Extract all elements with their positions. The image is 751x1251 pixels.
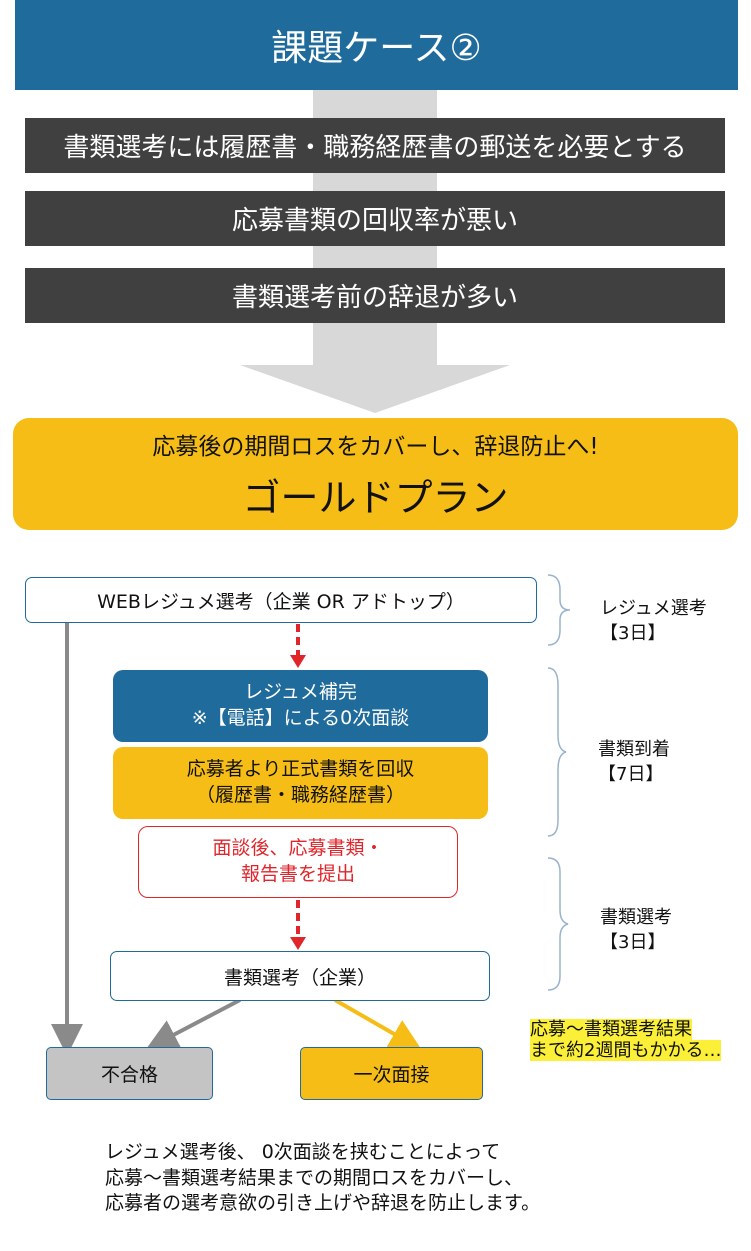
report-line-2: 報告書を提出 (240, 863, 355, 885)
phase-days: 【3日】 (600, 932, 666, 954)
connector-screening-to-interview (334, 998, 422, 1050)
duration-note: 応募〜書類選考結果 まで約2週間もかかる… (530, 1019, 751, 1061)
duration-note-line-2: まで約2週間もかかる… (530, 1039, 722, 1061)
connector-screening-to-fail (145, 998, 241, 1050)
gold-plan-name: ゴールドプラン (242, 475, 509, 520)
document-screening-box: 書類選考（企業） (110, 951, 490, 1001)
phase-name: レジュメ選考 (600, 598, 707, 619)
phase-name: 書類到着 (598, 739, 670, 760)
report-line-1: 面談後、応募書類・ (212, 837, 384, 860)
page-title: 課題ケース② (15, 0, 738, 90)
phase-days: 【3日】 (600, 623, 666, 645)
issue-collection-rate: 応募書類の回収率が悪い (25, 191, 725, 246)
resume-supplement-box: レジュメ補完 ※【電話】による0次面談 (113, 670, 488, 742)
phase-resume: レジュメ選考 【3日】 (600, 596, 707, 646)
phase-days: 【7日】 (598, 764, 664, 786)
zero-interview-label: ※【電話】による0次面談 (191, 707, 410, 729)
report-submission-box: 面談後、応募書類・ 報告書を提出 (138, 826, 458, 898)
duration-note-line-1: 応募〜書類選考結果 (530, 1019, 692, 1040)
down-arrow-head (240, 365, 510, 413)
summary-line-3: 応募者の選考意欲の引き上げや辞退を防止します。 (105, 1192, 541, 1215)
brace-resume (547, 574, 571, 646)
summary-line-2: 応募〜書類選考結果までの期間ロスをカバーし、 (105, 1166, 524, 1189)
gold-plan-box: 応募後の期間ロスをカバーし、辞退防止へ! ゴールドプラン (13, 418, 738, 530)
resume-supplement-label: レジュメ補完 (244, 681, 357, 704)
first-interview-box: 一次面接 (300, 1047, 483, 1100)
document-collection-box: 応募者より正式書類を回収 （履歴書・職務経歴書） (113, 747, 488, 819)
phase-arrival: 書類到着 【7日】 (598, 737, 670, 787)
phase-screening: 書類選考 【3日】 (600, 905, 672, 955)
brace-screening (547, 857, 569, 991)
issue-withdrawal: 書類選考前の辞退が多い (25, 268, 725, 323)
phase-name: 書類選考 (600, 907, 672, 928)
summary-line-1: レジュメ選考後、 0次面談を挟むことによって (105, 1141, 501, 1163)
red-arrowhead-bottom (290, 937, 306, 950)
summary-text: レジュメ選考後、 0次面談を挟むことによって 応募〜書類選考結果までの期間ロスを… (105, 1140, 665, 1217)
brace-arrival (547, 667, 567, 837)
web-resume-screening-box: WEBレジュメ選考（企業 OR アドトップ） (25, 577, 537, 623)
document-types-label: （履歴書・職務経歴書） (195, 784, 405, 806)
document-collection-label: 応募者より正式書類を回収 (186, 758, 415, 781)
issue-mailing: 書類選考には履歴書・職務経歴書の郵送を必要とする (25, 118, 725, 173)
red-arrowhead-top (290, 655, 306, 668)
gold-plan-subtitle: 応募後の期間ロスをカバーし、辞退防止へ! (152, 433, 599, 460)
fail-box: 不合格 (46, 1047, 213, 1100)
